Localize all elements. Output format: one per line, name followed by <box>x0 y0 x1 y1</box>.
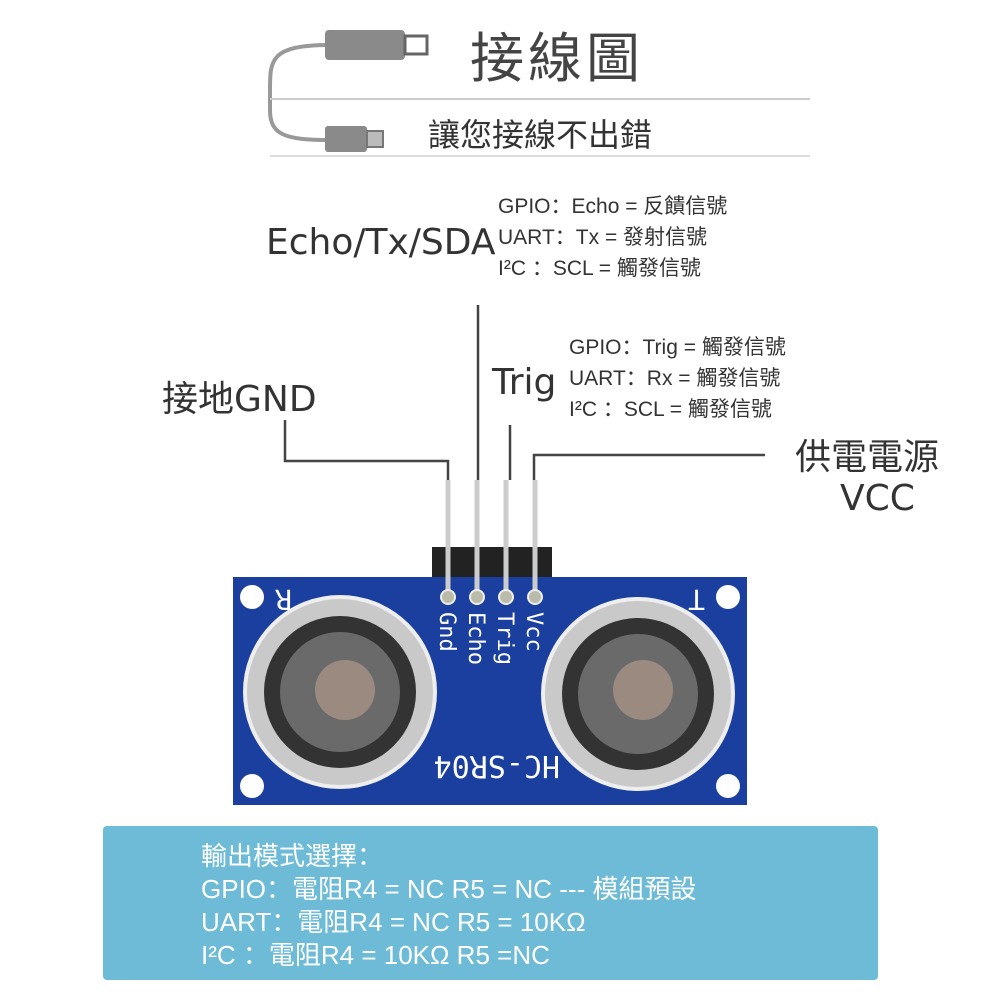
page-subtitle: 讓您接線不出錯 <box>428 116 653 154</box>
trig-mode: UART：Rx = 觸發信號 <box>569 367 781 390</box>
leader-lines <box>283 305 765 480</box>
echo-mode: GPIO：Echo = 反饋信號 <box>498 195 728 218</box>
hc-sr04-board: Gnd Echo Trig Vcc HC-SR04 R T <box>233 480 747 805</box>
output-mode-heading: 輸出模式選擇： <box>201 841 384 871</box>
pin-label-trig: Trig <box>492 612 517 665</box>
gnd-pin-label: 接地GND <box>162 379 317 420</box>
usb-cable-icon <box>268 30 429 152</box>
output-mode-gpio: GPIO：電阻R4 = NC R5 = NC --- 模組預設 <box>201 874 697 904</box>
page-title: 接線圖 <box>470 27 644 90</box>
pin-label-echo: Echo <box>463 612 488 665</box>
trig-pin-label: Trig <box>492 362 557 403</box>
echo-mode: I²C ：SCL = 觸發信號 <box>498 257 701 280</box>
output-mode-panel: 輸出模式選擇： GPIO：電阻R4 = NC R5 = NC --- 模組預設 … <box>103 826 878 980</box>
receiver-marker: R <box>275 583 292 616</box>
output-mode-uart: UART：電阻R4 = NC R5 = 10KΩ <box>201 907 586 937</box>
echo-mode: UART：Tx = 發射信號 <box>498 226 708 249</box>
pin-label-vcc: Vcc <box>521 612 546 652</box>
echo-mode-list: GPIO：Echo = 反饋信號 UART：Tx = 發射信號 I²C ：SCL… <box>498 191 727 284</box>
trig-mode: I²C ：SCL = 觸發信號 <box>569 398 772 421</box>
pin-label-gnd: Gnd <box>434 612 459 652</box>
echo-pin-label: Echo/Tx/SDA <box>266 222 496 263</box>
trig-mode: GPIO：Trig = 觸發信號 <box>569 336 786 359</box>
vcc-pin-label-cn: 供電電源 <box>795 437 940 478</box>
board-model-label: HC-SR04 <box>434 748 560 783</box>
output-mode-i2c: I²C ：電阻R4 = 10KΩ R5 =NC <box>201 940 550 970</box>
vcc-pin-label-en: VCC <box>840 478 915 519</box>
transmitter-marker: T <box>688 583 705 616</box>
trig-mode-list: GPIO：Trig = 觸發信號 UART：Rx = 觸發信號 I²C ：SCL… <box>569 332 786 425</box>
